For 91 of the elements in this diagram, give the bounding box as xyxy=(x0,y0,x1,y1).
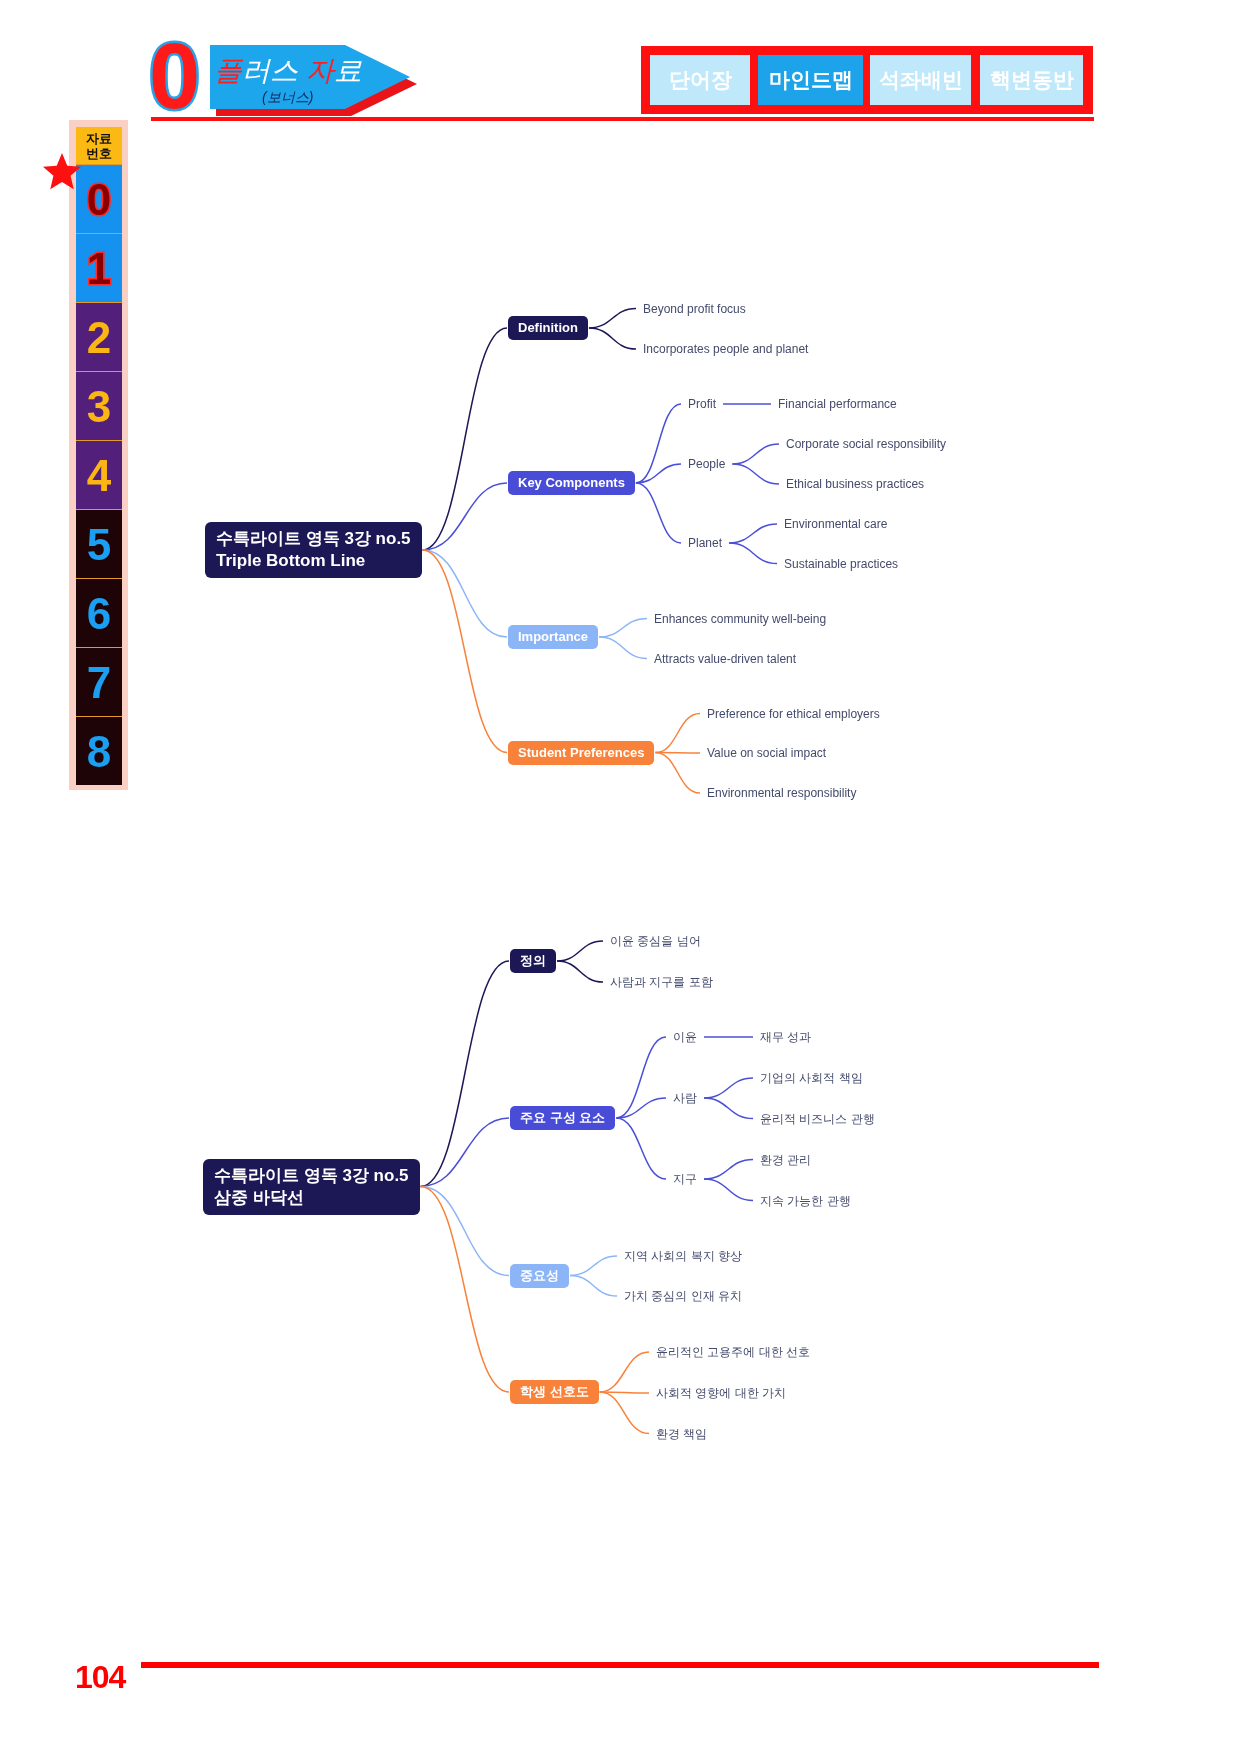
number-tab xyxy=(76,509,122,578)
branch-topic: Student Preferences xyxy=(508,740,655,765)
subtopic-text: Corporate social responsibility xyxy=(786,436,947,452)
subtopic-text: 환경 관리 xyxy=(760,1151,812,1168)
branch-line xyxy=(703,1178,754,1202)
number-label: 3 xyxy=(86,389,112,423)
number-tab xyxy=(76,578,122,647)
subtopic-text: Preference for ethical employers xyxy=(707,705,880,722)
banner-title: 플러스 자료 xyxy=(214,55,362,87)
number-tab xyxy=(76,164,122,233)
branch-line xyxy=(419,1185,510,1393)
root-topic-title: 수특라이트 영독 3강 no.5 xyxy=(214,1164,409,1187)
branch-line xyxy=(419,960,510,1188)
section-number: 0 xyxy=(149,42,201,111)
banner-subtitle: (보너스) xyxy=(262,89,314,105)
number-label: 8 xyxy=(86,734,112,768)
number-label: 0 xyxy=(86,182,112,216)
subtopic-text: Environmental responsibility xyxy=(707,785,857,801)
subtopic-text: 사람 xyxy=(673,1090,697,1106)
subtopic-text: 환경 책임 xyxy=(656,1425,708,1442)
branch-line xyxy=(569,1274,618,1297)
branch-topic: Key Components xyxy=(508,471,635,495)
branch-line xyxy=(598,1391,650,1435)
number-tab xyxy=(76,716,122,785)
branch-line xyxy=(731,463,780,485)
subtopic-text: 사람과 지구를 포함 xyxy=(610,974,713,990)
number-tab xyxy=(76,371,122,440)
branch-line xyxy=(421,549,508,754)
number-tab xyxy=(76,302,122,371)
subtopic-text: 재무 성과 xyxy=(760,1029,812,1045)
subtopic-text: 이윤 xyxy=(673,1029,697,1045)
branch-line xyxy=(588,327,637,350)
branch-line xyxy=(654,751,701,794)
subtopic-text: Beyond profit focus xyxy=(643,300,746,317)
root-topic-title: 수특라이트 영독 3강 no.5 xyxy=(216,528,411,550)
subtopic-text: 이윤 중심을 넘어 xyxy=(610,933,701,949)
branch-topic: Importance xyxy=(508,625,599,649)
branch-line xyxy=(635,463,682,484)
subtopic-text: Environmental care xyxy=(784,516,888,532)
number-label: 4 xyxy=(86,458,112,492)
branch-topic: 학생 선호도 xyxy=(510,1380,599,1404)
number-tab xyxy=(76,440,122,509)
subtopic-text: Ethical business practices xyxy=(786,476,925,492)
number-label: 5 xyxy=(86,527,112,561)
number-label: 1 xyxy=(86,251,112,285)
subtopic-text: 지속 가능한 관행 xyxy=(760,1192,851,1209)
subtopic-text: 윤리적인 고용주에 대한 선호 xyxy=(656,1344,810,1360)
subtopic-text: Sustainable practices xyxy=(784,555,899,572)
subtopic-text: Value on social impact xyxy=(707,745,827,761)
subtopic-text: Incorporates people and planet xyxy=(643,341,809,357)
branch-line xyxy=(728,542,778,565)
nav-tab: 단어장 xyxy=(650,55,750,105)
subtopic-text: 사회적 영향에 대한 가치 xyxy=(656,1385,786,1401)
subtopic-text: Profit xyxy=(688,396,716,412)
branch-line xyxy=(421,549,508,638)
nav-tab: 석좌배빈 xyxy=(870,55,971,105)
number-label: 6 xyxy=(86,596,112,630)
branch-topic: Definition xyxy=(508,316,588,340)
nav-tab: 마인드맵 xyxy=(758,55,863,105)
branch-topic: 주요 구성 요소 xyxy=(510,1106,616,1130)
subtopic-text: 윤리적 비즈니스 관행 xyxy=(760,1110,875,1127)
number-tab xyxy=(76,233,122,302)
subtopic-text: 기업의 사회적 책임 xyxy=(760,1070,863,1086)
root-topic-subtitle: Triple Bottom Line xyxy=(216,550,367,572)
branch-topic: 중요성 xyxy=(510,1263,569,1288)
subtopic-text: Planet xyxy=(688,535,723,551)
root-topic-subtitle: 삼중 바닥선 xyxy=(214,1186,305,1209)
subtopic-text: 가치 중심의 인재 유치 xyxy=(624,1288,742,1304)
subtopic-text: 지구 xyxy=(673,1171,697,1187)
branch-line xyxy=(598,636,648,660)
page-number: 104 xyxy=(75,1665,126,1689)
number-header: 자료 번호 xyxy=(76,127,122,164)
subtopic-text: Financial performance xyxy=(778,396,897,412)
subtopic-text: Attracts value-driven talent xyxy=(654,650,797,667)
branch-line xyxy=(703,1097,754,1120)
branch-line xyxy=(635,482,682,544)
pennant-banner xyxy=(210,45,418,116)
root-topic-box xyxy=(205,522,422,578)
subtopic-text: 지역 사회의 복지 향상 xyxy=(624,1248,742,1264)
subtopic-text: Enhances community well-being xyxy=(654,610,827,627)
branch-line xyxy=(615,1117,667,1180)
root-topic-box xyxy=(203,1158,420,1215)
subtopic-text: People xyxy=(688,456,726,472)
branch-line xyxy=(556,960,604,983)
number-tab xyxy=(76,647,122,716)
branch-topic: 정의 xyxy=(510,949,556,973)
number-label: 7 xyxy=(86,665,112,699)
branch-line xyxy=(703,1036,754,1038)
nav-tab: 핵변동반 xyxy=(980,55,1083,105)
number-label: 2 xyxy=(86,320,112,354)
branch-line xyxy=(722,403,772,405)
